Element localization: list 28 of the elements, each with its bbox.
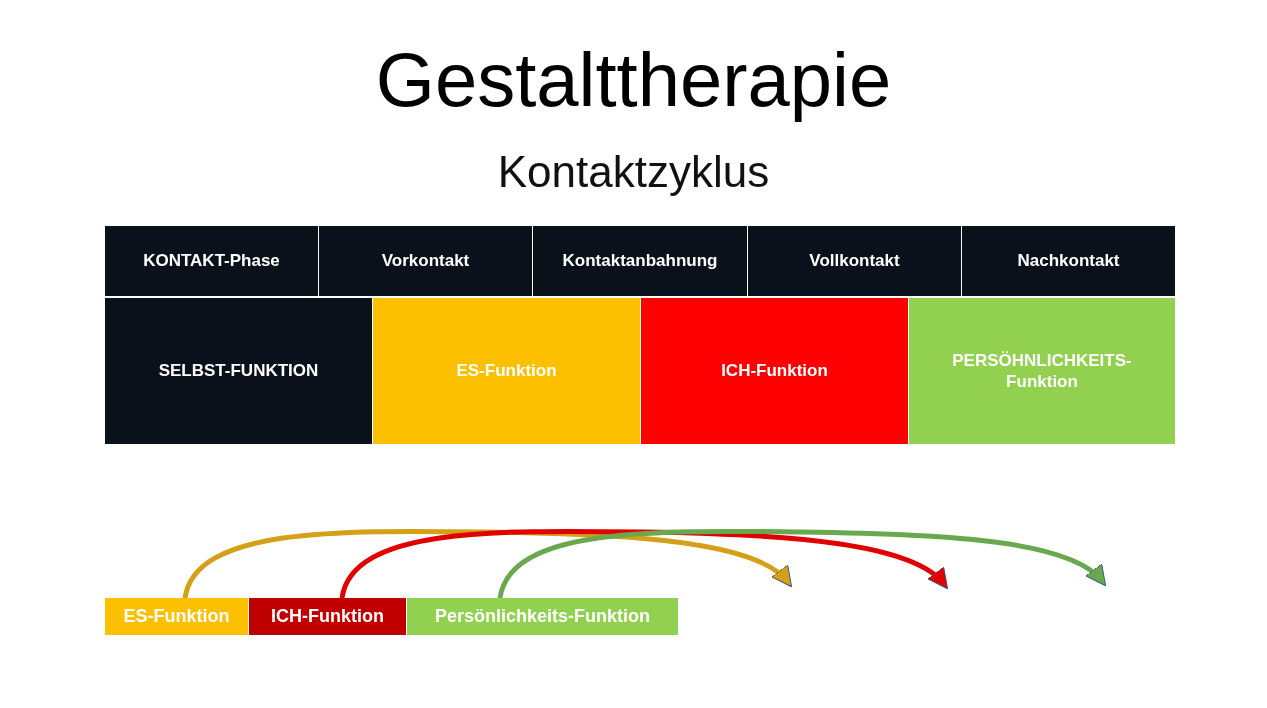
function-block [105, 298, 372, 444]
block-label: ICH-Funktion [721, 360, 828, 382]
block-label: Kontaktanbahnung [562, 250, 718, 272]
phase-cell [962, 226, 1175, 296]
curved-arrow [497, 528, 1107, 599]
function-tag [249, 598, 406, 635]
phase-cell [748, 226, 961, 296]
curved-arrow [182, 528, 793, 599]
block-label: ES-Funktion [123, 605, 230, 628]
function-block [909, 298, 1175, 444]
phase-cell [319, 226, 532, 296]
block-label: SELBST-FUNKTION [158, 360, 319, 382]
phase-cell [533, 226, 747, 296]
function-block [373, 298, 640, 444]
block-label: Vorkontakt [381, 250, 470, 272]
block-label: PERSÖHNLICHKEITS-Funktion [951, 349, 1133, 393]
block-label: KONTAKT-Phase [143, 250, 280, 272]
block-label: Persönlichkeits-Funktion [434, 605, 650, 628]
block-label: ES-Funktion [456, 360, 557, 382]
block-label: Vollkontakt [809, 250, 900, 272]
function-tag [105, 598, 248, 635]
subtitle: Kontaktzyklus [496, 150, 771, 194]
function-tag [407, 598, 678, 635]
function-block [641, 298, 908, 444]
phase-cell [105, 226, 318, 296]
curved-arrow [339, 528, 949, 599]
block-label: ICH-Funktion [271, 605, 384, 628]
block-label: Nachkontakt [1017, 250, 1120, 272]
